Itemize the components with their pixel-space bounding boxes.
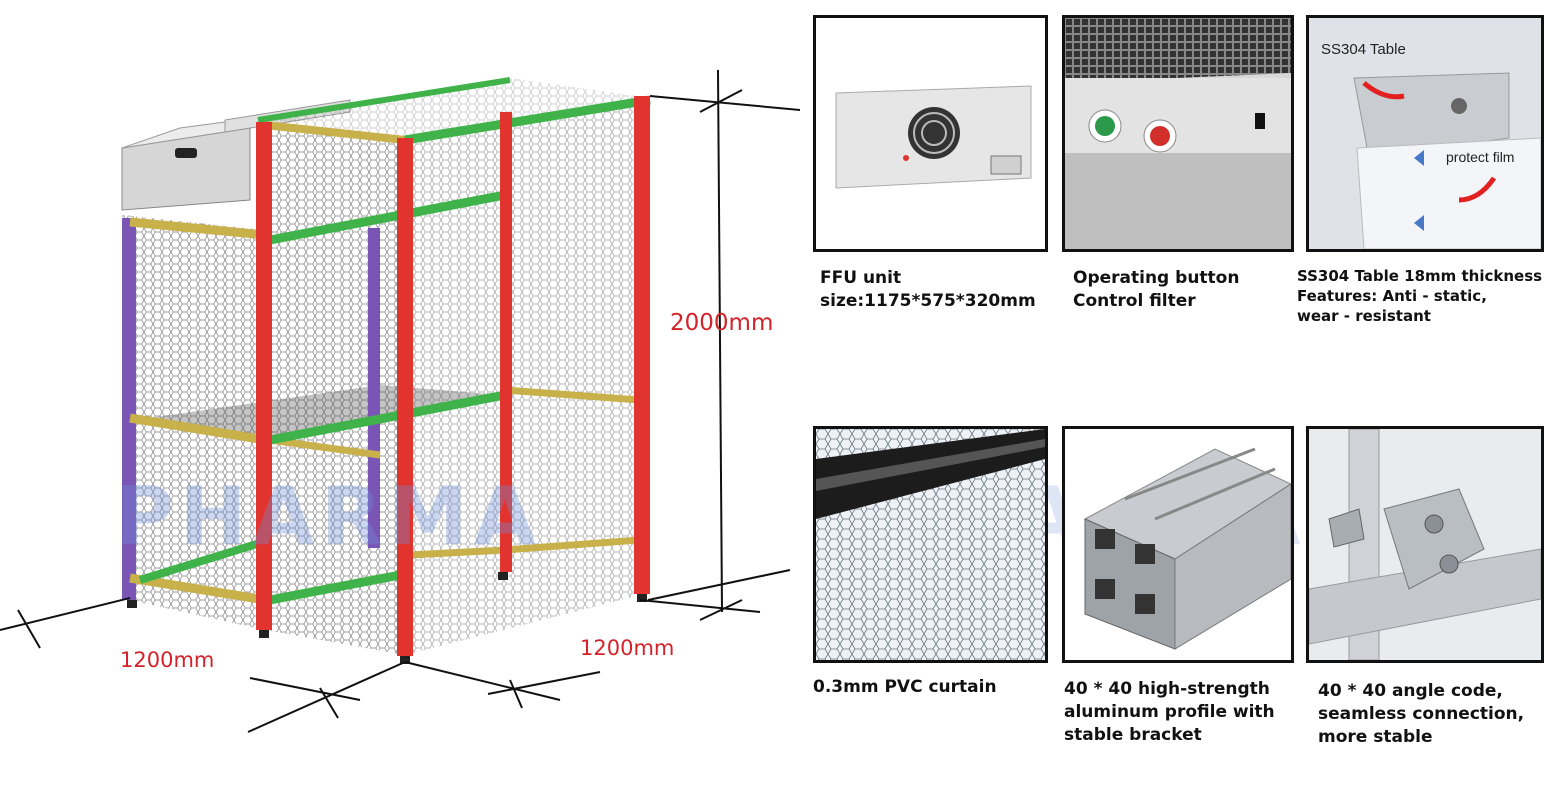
width-right-dimension-label: 1200mm (580, 636, 675, 660)
photo-aluminum-profile (1062, 426, 1294, 663)
cabinet-drawing (0, 69, 800, 733)
mesh-top (255, 78, 650, 140)
photo-operating-button (1062, 15, 1294, 252)
photo-angle-code (1306, 426, 1544, 663)
photo-pvc-curtain (813, 426, 1048, 663)
caption-aluminum-profile: 40 * 40 high-strength aluminum profile w… (1064, 679, 1275, 745)
photo-ss304-table: SS304 Table protect film (1306, 15, 1544, 252)
mesh-right-side (405, 98, 650, 655)
caption-angle-code: 40 * 40 angle code, seamless connection,… (1318, 681, 1525, 747)
label-protect-film: protect film (1446, 149, 1515, 165)
mesh-left-side (122, 215, 265, 630)
label-ss304-table: SS304 Table (1321, 41, 1406, 58)
photo-ffu-unit (813, 15, 1048, 252)
caption-ffu-unit: FFU unit size:1175*575*320mm (820, 268, 1036, 311)
caption-pvc-curtain: 0.3mm PVC curtain (813, 677, 997, 697)
ffu-box-left (121, 127, 251, 211)
caption-operating-button: Operating button Control filter (1073, 268, 1240, 311)
height-dimension-label: 2000mm (670, 310, 774, 336)
width-left-dimension-label: 1200mm (120, 648, 215, 672)
caption-ss304-table: SS304 Table 18mm thickness Features: Ant… (1297, 267, 1543, 325)
